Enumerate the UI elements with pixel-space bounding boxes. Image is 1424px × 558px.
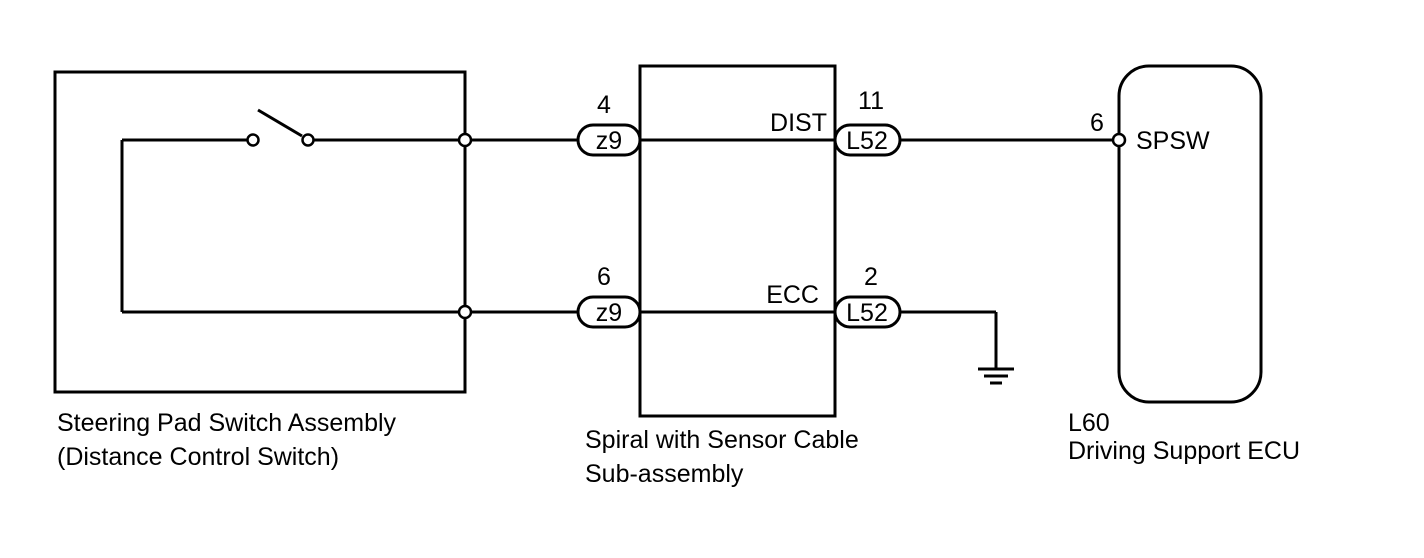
spiral-name-line2: Sub-assembly	[585, 460, 744, 488]
pin-number: 11	[858, 87, 884, 115]
ground-icon	[978, 367, 1014, 385]
connector-l52-bottom	[833, 295, 902, 329]
ecu-name: Driving Support ECU	[1068, 437, 1300, 465]
connector-l52-bottom-label: L52	[846, 299, 888, 327]
spiral-cable-box	[638, 64, 837, 418]
terminal-node	[457, 132, 473, 148]
connector-l52-top	[833, 123, 902, 157]
ground-wire	[900, 310, 998, 369]
internal-switch-circuit	[120, 138, 465, 314]
ecu-box	[1117, 64, 1263, 404]
pin-number: 4	[597, 91, 611, 119]
switch-symbol	[246, 108, 315, 147]
connector-l52-top-label: L52	[846, 127, 888, 155]
steering-pad-name-line2: (Distance Control Switch)	[57, 443, 339, 471]
connector-z9-bottom	[576, 295, 642, 329]
pin-number: 2	[864, 263, 878, 291]
steering-pad-name-line1: Steering Pad Switch Assembly	[57, 409, 397, 437]
spiral-name-line1: Spiral with Sensor Cable	[585, 426, 859, 454]
pin-number: 6	[597, 263, 611, 291]
connector-z9-top	[576, 123, 642, 157]
ecu-code: L60	[1068, 409, 1110, 437]
terminal-node	[1111, 132, 1127, 148]
terminal-ecc-label: ECC	[766, 281, 819, 309]
terminal-node	[457, 304, 473, 320]
steering-pad-switch-box	[53, 70, 467, 394]
terminal-spsw-label: SPSW	[1136, 127, 1210, 155]
connector-z9-bottom-label: z9	[596, 299, 622, 327]
connector-z9-top-label: z9	[596, 127, 622, 155]
pin-number: 6	[1090, 109, 1104, 137]
terminal-dist-label: DIST	[770, 109, 827, 137]
